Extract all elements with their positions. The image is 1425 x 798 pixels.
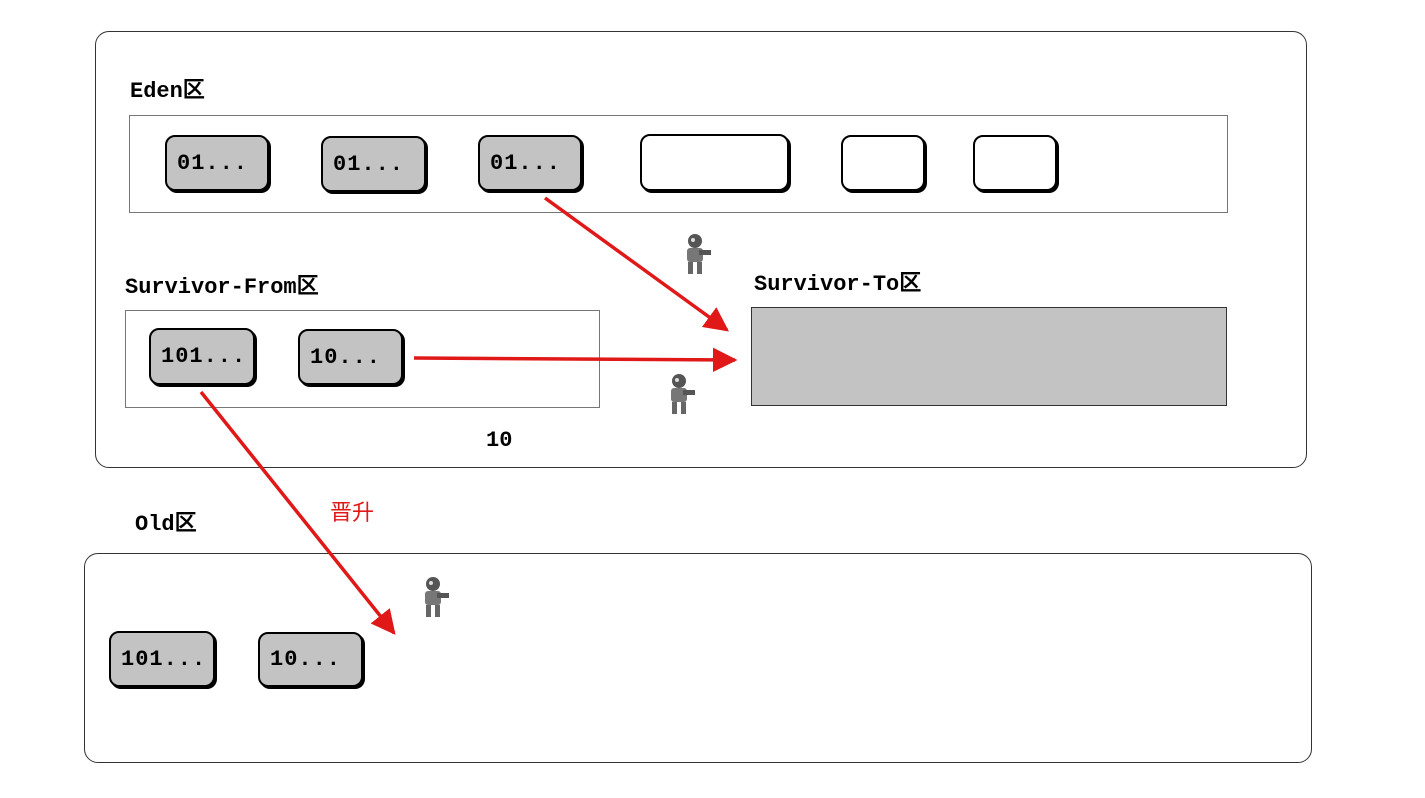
gc-worker-icon bbox=[687, 234, 711, 274]
survivor-to-region bbox=[751, 307, 1227, 406]
old-label: Old区 bbox=[135, 512, 197, 537]
survivor-to-label: Survivor-To区 bbox=[754, 272, 922, 297]
eden-empty-slot[interactable] bbox=[841, 135, 925, 191]
survivor-from-label: Survivor-From区 bbox=[125, 275, 319, 300]
eden-empty-slot[interactable] bbox=[973, 135, 1057, 191]
old-object[interactable]: 10... bbox=[258, 632, 363, 687]
promotion-label: 晋升 bbox=[330, 501, 375, 526]
survivor-from-object[interactable]: 101... bbox=[149, 328, 255, 385]
eden-object[interactable]: 01... bbox=[321, 136, 426, 192]
survivor-from-object[interactable]: 10... bbox=[298, 329, 403, 385]
gc-worker-icon bbox=[671, 374, 695, 414]
old-object[interactable]: 101... bbox=[109, 631, 215, 687]
eden-empty-slot[interactable] bbox=[640, 134, 789, 191]
eden-label: Eden区 bbox=[130, 79, 205, 104]
eden-object[interactable]: 01... bbox=[478, 135, 582, 191]
age-threshold-value: 10 bbox=[486, 428, 513, 453]
gc-worker-icon bbox=[425, 577, 449, 617]
eden-object[interactable]: 01... bbox=[165, 135, 269, 191]
